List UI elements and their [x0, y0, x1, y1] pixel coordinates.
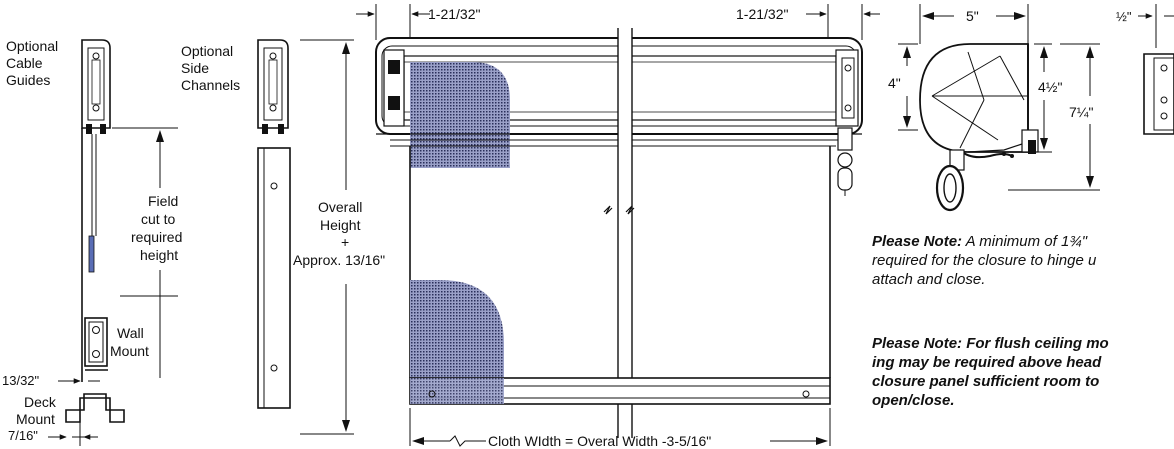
cable-guide-assembly: Optional Cable Guides Wall Mount 13/32" …: [2, 38, 149, 446]
overall-height-dimension: Overall Height + Approx. 13/16": [293, 39, 385, 435]
cable-guides-label-2: Cable: [6, 55, 43, 71]
deck-mount-label-1: Deck: [24, 394, 57, 410]
cable-guides-label-1: Optional: [6, 38, 58, 54]
overall-height-label-2: Height: [320, 217, 361, 233]
side-channel-profile: ½": [1116, 4, 1174, 135]
field-cut-label-1: Field: [148, 193, 178, 209]
hinge-note-line-2: required for the closure to hinge u: [872, 252, 1097, 269]
side-channels-label-2: Side: [181, 60, 209, 76]
cloth-width-label: Cloth WIdth = Overal Width -3-5/16": [488, 433, 711, 449]
overall-height-label-3: +: [341, 234, 349, 250]
hinge-note-bold: Please Note:: [872, 233, 963, 250]
hinge-note-line-1: A minimum of 1¾": [962, 233, 1088, 250]
deck-mount-label-2: Mount: [16, 411, 55, 427]
field-cut-dimension: Field cut to required height: [112, 127, 182, 378]
side-channel-assembly: Optional Side Channels: [181, 39, 291, 409]
shade-front-view: 1-21/32" 1-21/32": [356, 4, 880, 449]
hinge-note-line-3: attach and close.: [872, 271, 986, 288]
flush-ceiling-note-line-2: ing may be required above head: [872, 354, 1102, 371]
flush-ceiling-note: Please Note: For flush ceiling mo ing ma…: [872, 334, 1109, 410]
side-profile-view: 5" 4" 4½" 7¼": [888, 4, 1100, 212]
flush-ceiling-note-line-3: closure panel sufficient room to: [872, 373, 1100, 390]
field-cut-label-4: height: [140, 247, 178, 263]
wall-mount-label-2: Mount: [110, 343, 149, 359]
field-cut-label-2: cut to: [141, 211, 175, 227]
dim-7-quarter-label: 7¼": [1069, 104, 1093, 120]
flush-ceiling-note-line-1: Please Note: For flush ceiling mo: [872, 335, 1109, 352]
dim-4-label: 4": [888, 75, 901, 91]
wall-mount-label-1: Wall: [117, 325, 144, 341]
dim-half-label: ½": [1116, 9, 1132, 24]
cable-guides-label-3: Guides: [6, 72, 50, 88]
hinge-note: Please Note: A minimum of 1¾" required f…: [872, 232, 1096, 289]
flush-ceiling-note-line-4: open/close.: [872, 392, 955, 409]
side-channels-label-3: Channels: [181, 77, 240, 93]
dim-7-16-label: 7/16": [8, 428, 38, 443]
overall-height-label-4: Approx. 13/16": [293, 252, 385, 268]
dim-5-label: 5": [966, 8, 979, 24]
overall-height-label-1: Overall: [318, 199, 362, 215]
dim-right-top-label: 1-21/32": [736, 6, 788, 22]
dim-4-half-label: 4½": [1038, 79, 1062, 95]
dim-13-32-label: 13/32": [2, 373, 40, 388]
side-channels-label-1: Optional: [181, 43, 233, 59]
dim-left-top-label: 1-21/32": [428, 6, 480, 22]
field-cut-label-3: required: [131, 229, 182, 245]
